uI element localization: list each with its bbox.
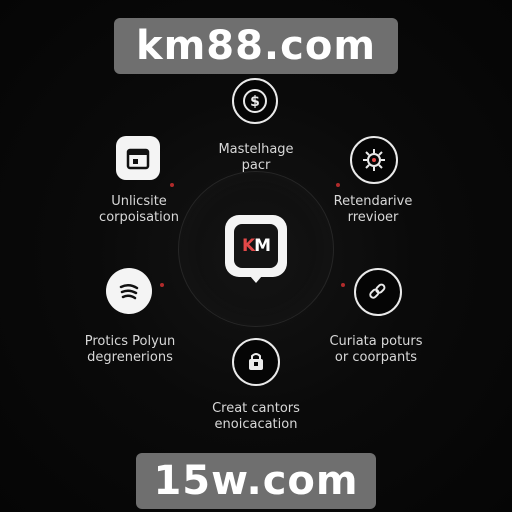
bag-node[interactable] bbox=[232, 338, 280, 386]
top-node-label: Mastelhage pacr bbox=[206, 142, 306, 174]
gear-node[interactable] bbox=[350, 136, 398, 184]
bag-label: Creat cantors enoicacation bbox=[198, 401, 314, 433]
gear-label-line2: rrevioer bbox=[347, 210, 399, 225]
spotify-label-line2: degrenerions bbox=[87, 350, 173, 365]
spotify-icon bbox=[119, 284, 139, 300]
bag-label-line1: Creat cantors bbox=[212, 401, 300, 416]
gear-label-line1: Retendarive bbox=[333, 194, 413, 209]
dollar-node[interactable]: $ bbox=[232, 78, 278, 124]
link-label-line1: Curiata poturs bbox=[329, 334, 423, 349]
spotify-label-line1: Protics Polyun bbox=[84, 334, 176, 349]
connector-dot bbox=[341, 283, 345, 287]
gear-icon bbox=[363, 149, 385, 171]
link-icon bbox=[369, 283, 386, 299]
calendar-label: Unlicsite corpoisation bbox=[84, 194, 194, 226]
calendar-label-line1: Unlicsite bbox=[111, 194, 167, 209]
bag-icon bbox=[249, 353, 263, 370]
top-node-label-line1: Mastelhage bbox=[218, 142, 294, 157]
top-watermark-banner: km88.com bbox=[114, 18, 398, 74]
calendar-label-line2: corpoisation bbox=[99, 210, 179, 225]
calendar-node[interactable] bbox=[116, 136, 160, 180]
connector-dot bbox=[170, 183, 174, 187]
link-label: Curiata poturs or coorpants bbox=[316, 334, 436, 366]
logo-letter-m: M bbox=[254, 236, 271, 256]
connector-dot bbox=[160, 283, 164, 287]
logo-letter-k: K bbox=[241, 236, 255, 256]
spotify-node[interactable] bbox=[106, 268, 152, 314]
calendar-icon bbox=[126, 148, 150, 170]
link-label-line2: or coorpants bbox=[334, 350, 418, 365]
svg-text:$: $ bbox=[250, 94, 260, 110]
logo-pointer bbox=[250, 276, 262, 283]
connector-dot bbox=[336, 183, 340, 187]
center-ring bbox=[178, 171, 334, 327]
bottom-watermark-banner: 15w.com bbox=[136, 453, 376, 509]
spotify-label: Protics Polyun degrenerions bbox=[70, 334, 190, 366]
dollar-icon: $ bbox=[243, 89, 267, 113]
link-node[interactable] bbox=[354, 268, 402, 316]
gear-label: Retendarive rrevioer bbox=[318, 194, 428, 226]
bag-label-line2: enoicacation bbox=[214, 417, 298, 432]
top-node-label-line2: pacr bbox=[241, 158, 271, 173]
